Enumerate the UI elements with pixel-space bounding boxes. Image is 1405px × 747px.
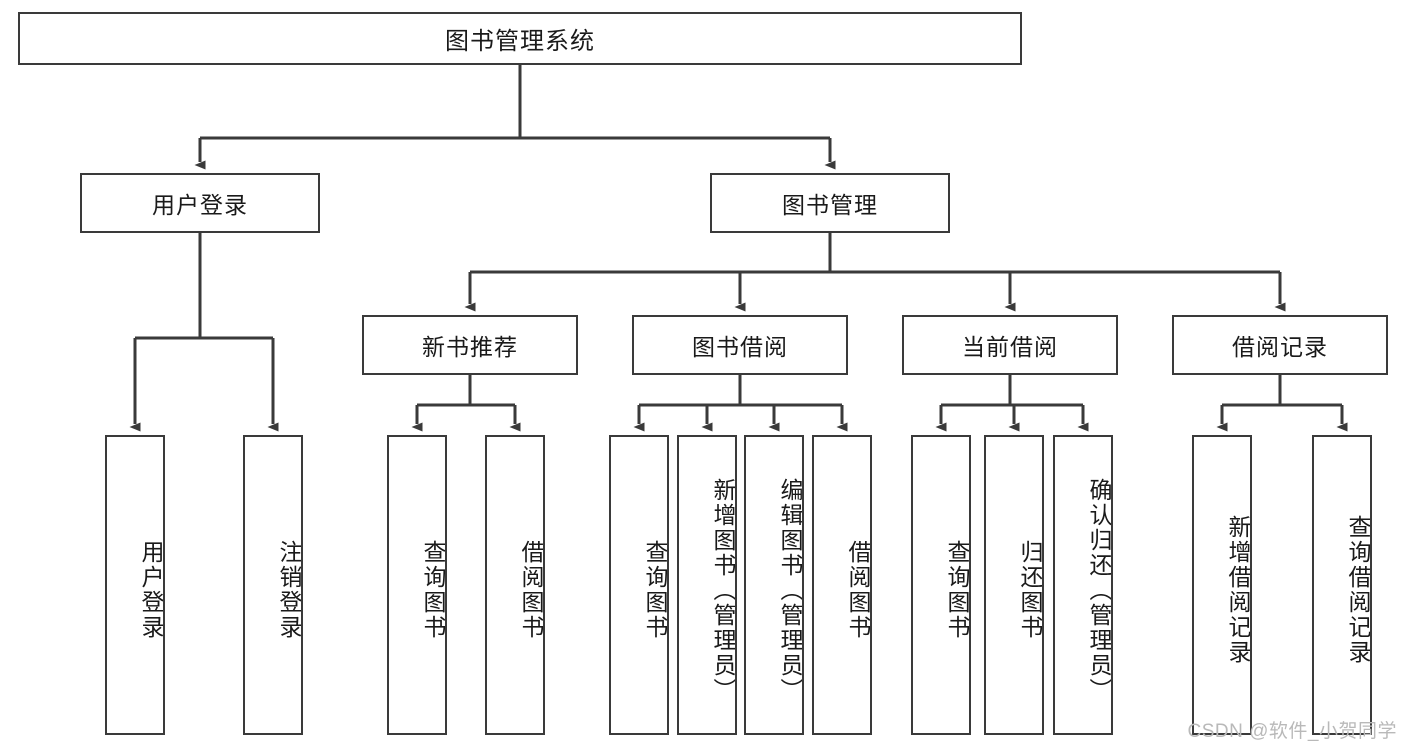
node-leaf-borrow-book[interactable]: 借阅图书 — [812, 435, 872, 735]
node-borrow-record[interactable]: 借阅记录 — [1172, 315, 1388, 375]
node-book-management[interactable]: 图书管理 — [710, 173, 950, 233]
node-root-system[interactable]: 图书管理系统 — [18, 12, 1022, 65]
node-leaf-user-login[interactable]: 用户登录 — [105, 435, 165, 735]
node-label: 查询借阅记录 — [1345, 515, 1371, 665]
node-label: 借阅记录 — [1232, 334, 1328, 360]
node-label: 新增借阅记录 — [1225, 515, 1251, 665]
node-leaf-add-book-admin[interactable]: 新增图书（管理员） — [677, 435, 737, 735]
node-leaf-edit-book-admin[interactable]: 编辑图书（管理员） — [744, 435, 804, 735]
node-label: 新增图书（管理员） — [710, 477, 736, 703]
node-leaf-query-book-current[interactable]: 查询图书 — [911, 435, 971, 735]
node-label: 查询图书 — [944, 540, 970, 640]
node-label: 借阅图书 — [845, 540, 871, 640]
node-leaf-logout[interactable]: 注销登录 — [243, 435, 303, 735]
node-leaf-confirm-return-admin[interactable]: 确认归还（管理员） — [1053, 435, 1113, 735]
node-leaf-borrow-book-recommend[interactable]: 借阅图书 — [485, 435, 545, 735]
node-user-login[interactable]: 用户登录 — [80, 173, 320, 233]
node-label: 图书管理 — [782, 192, 878, 218]
node-label: 用户登录 — [152, 192, 248, 218]
node-label: 新书推荐 — [422, 334, 518, 360]
node-label: 图书管理系统 — [445, 28, 595, 55]
node-leaf-query-borrow-record[interactable]: 查询借阅记录 — [1312, 435, 1372, 735]
watermark: CSDN @软件_小贺同学 — [1187, 721, 1397, 742]
node-leaf-return-book[interactable]: 归还图书 — [984, 435, 1044, 735]
node-label: 借阅图书 — [518, 540, 544, 640]
node-current-borrow[interactable]: 当前借阅 — [902, 315, 1118, 375]
node-new-book-recommend[interactable]: 新书推荐 — [362, 315, 578, 375]
node-leaf-add-borrow-record[interactable]: 新增借阅记录 — [1192, 435, 1252, 735]
node-label: 归还图书 — [1017, 540, 1043, 640]
node-leaf-query-book-recommend[interactable]: 查询图书 — [387, 435, 447, 735]
node-label: 用户登录 — [138, 540, 164, 640]
node-book-borrow[interactable]: 图书借阅 — [632, 315, 848, 375]
node-label: 注销登录 — [276, 540, 302, 640]
node-label: 查询图书 — [642, 540, 668, 640]
node-label: 查询图书 — [420, 540, 446, 640]
node-label: 图书借阅 — [692, 334, 788, 360]
node-label: 确认归还（管理员） — [1086, 477, 1112, 703]
node-leaf-query-book-borrow[interactable]: 查询图书 — [609, 435, 669, 735]
node-label: 编辑图书（管理员） — [777, 477, 803, 703]
node-label: 当前借阅 — [962, 334, 1058, 360]
